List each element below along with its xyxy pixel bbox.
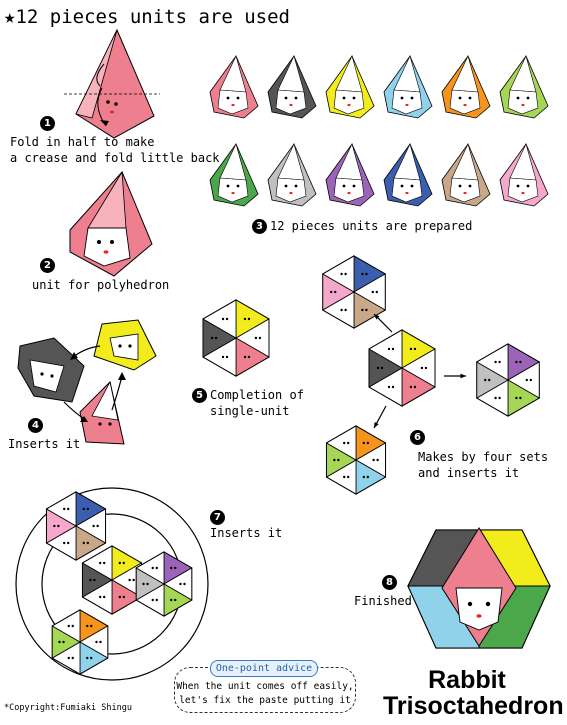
outer-circle-guide bbox=[15, 487, 209, 681]
step-4-text: Inserts it bbox=[8, 437, 81, 451]
grid-unit-12 bbox=[499, 143, 549, 207]
s7-set-yellow bbox=[81, 545, 143, 615]
grid-unit-5 bbox=[441, 55, 491, 119]
step-2-unit-figure bbox=[69, 170, 153, 277]
step-1-number: 1 bbox=[40, 116, 55, 131]
s7-set-blue bbox=[45, 491, 107, 561]
grid-unit-10 bbox=[383, 143, 433, 207]
step-5-single-unit-figure bbox=[202, 299, 270, 377]
set-purple bbox=[476, 343, 540, 417]
finished-polyhedron bbox=[407, 527, 551, 649]
s7-set-orange bbox=[51, 609, 109, 675]
advice-line-1: When the unit comes off easily, bbox=[176, 681, 354, 692]
set-blue bbox=[322, 255, 386, 329]
step-3-text: 12 pieces units are prepared bbox=[270, 219, 473, 233]
step-8-finished-figure bbox=[407, 527, 551, 649]
step-4-insert-figure bbox=[17, 319, 157, 445]
step-1-text-line1: Fold in half to make bbox=[10, 135, 155, 149]
step-7-insert-figure bbox=[15, 487, 209, 681]
advice-label: One-point advice bbox=[210, 660, 318, 677]
set-orange bbox=[325, 425, 387, 495]
step-6-number: 6 bbox=[410, 430, 425, 445]
twelve-units-grid bbox=[209, 55, 549, 207]
arrow-to-blue-set bbox=[373, 313, 393, 333]
step-4-number: 4 bbox=[28, 418, 43, 433]
grid-unit-8 bbox=[267, 143, 317, 207]
step-2-text: unit for polyhedron bbox=[32, 278, 170, 292]
step-1-text-line2: a crease and fold little back bbox=[10, 151, 220, 165]
grid-unit-4 bbox=[383, 55, 433, 119]
arrow-to-purple-set bbox=[444, 373, 466, 379]
step-8-text: Finished bbox=[354, 594, 412, 608]
step-6-text-line1: Makes by four sets bbox=[418, 450, 549, 464]
arrow-to-orange-set bbox=[373, 405, 387, 429]
grid-unit-1 bbox=[209, 55, 259, 119]
grid-unit-3 bbox=[325, 55, 375, 119]
step-8-number: 8 bbox=[382, 575, 397, 590]
page-title: ★12 pieces units are used bbox=[4, 6, 290, 28]
advice-line-2: let's fix the paste putting it bbox=[179, 695, 351, 706]
step-5-number: 5 bbox=[192, 388, 207, 403]
model-name-line-2: Trisoctahedron bbox=[383, 692, 564, 720]
step-7-number: 7 bbox=[210, 510, 225, 525]
s7-set-purple bbox=[135, 551, 193, 617]
grid-unit-6 bbox=[499, 55, 549, 119]
model-name-line-1: Rabbit bbox=[428, 666, 506, 694]
step-5-text-line2: single-unit bbox=[210, 404, 290, 418]
step-5-text-line1: Completion of bbox=[210, 388, 304, 402]
step-6-text-line2: and inserts it bbox=[418, 466, 520, 480]
grid-unit-11 bbox=[441, 143, 491, 207]
grid-unit-9 bbox=[325, 143, 375, 207]
step-3-number: 3 bbox=[252, 219, 267, 234]
step-6-four-sets-figure bbox=[322, 255, 540, 495]
grid-unit-2 bbox=[267, 55, 317, 119]
step-7-text: Inserts it bbox=[210, 526, 283, 540]
single-unit-cluster bbox=[202, 299, 270, 377]
step-2-number: 2 bbox=[40, 258, 55, 273]
grid-unit-7 bbox=[209, 143, 259, 207]
step-1-crease-figure bbox=[64, 28, 160, 139]
set-yellow bbox=[368, 329, 436, 407]
copyright: *Copyright:Fumiaki Shingu bbox=[4, 703, 132, 713]
